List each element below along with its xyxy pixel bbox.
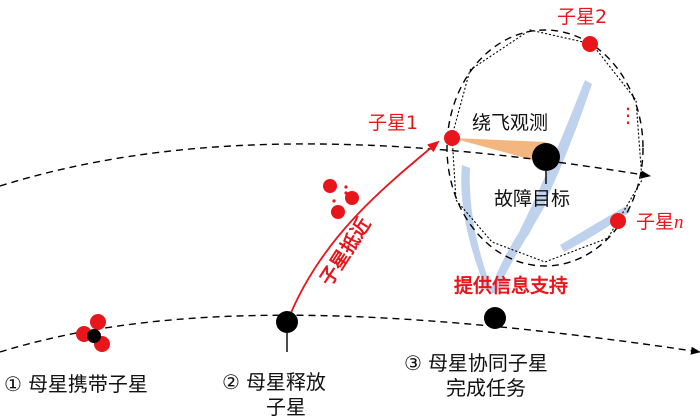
mother-with-daughters [76, 314, 110, 352]
label-flyaround: 绕飞观测 [472, 112, 548, 134]
approach-arrow [287, 140, 440, 321]
step-2-label-line2: 子星 [266, 395, 306, 419]
step-3-label-line2: 完成任务 [446, 376, 526, 400]
mother-satellite-icon [484, 307, 506, 329]
daughter-2-icon [582, 36, 598, 52]
mother-satellite-icon [87, 329, 101, 343]
label-daughter-1: 子星1 [368, 112, 418, 134]
daughter-1-icon [444, 130, 460, 146]
daughter-satellite-icon [90, 314, 106, 330]
mother-satellite-icon [276, 311, 298, 333]
beam-left [461, 165, 492, 290]
flyaround-orbit [446, 29, 644, 267]
label-approach: 子星抵近 [316, 214, 376, 290]
ellipsis-dots: ⋮ [618, 103, 638, 127]
released-daughters [323, 179, 359, 219]
lower-orbit [0, 314, 700, 355]
label-info-support: 提供信息支持 [454, 274, 568, 297]
label-fault-target: 故障目标 [494, 188, 570, 210]
daughter-satellite-icon [331, 205, 345, 219]
upper-orbit [0, 143, 651, 187]
daughter-satellite-icon [345, 191, 359, 205]
daughter-n-icon [610, 213, 626, 229]
daughter-satellite-icon [323, 179, 337, 193]
label-daughter-n: 子星n [636, 211, 684, 233]
flyaround-path [451, 29, 643, 263]
fault-target-icon [532, 143, 560, 171]
observation-sector [452, 138, 546, 162]
label-daughter-2: 子星2 [557, 6, 607, 28]
